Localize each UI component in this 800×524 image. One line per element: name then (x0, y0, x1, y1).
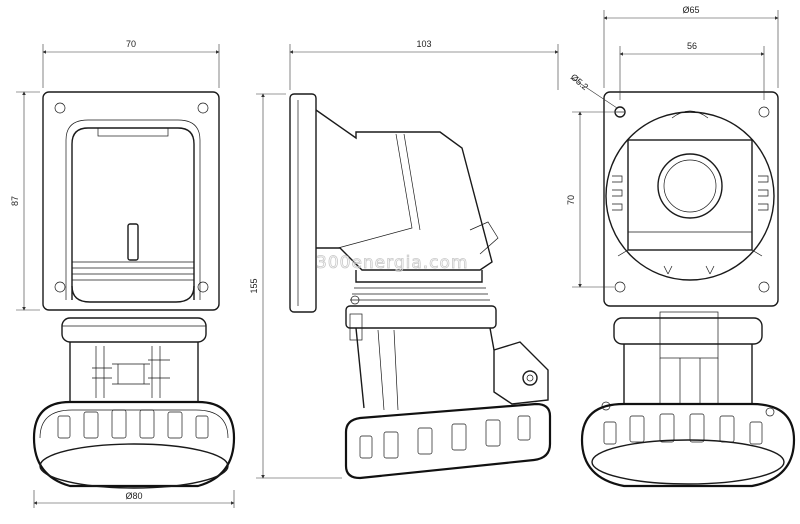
dim-rear-vertical: 70 (566, 195, 576, 205)
dim-front-width: 70 (126, 39, 136, 49)
front-view (32, 91, 236, 489)
dim-rear-hole-spacing: 56 (687, 41, 697, 51)
front-dimensions: 70 87 Ø80 (10, 39, 235, 508)
side-dimensions: 103 155 (249, 39, 559, 479)
rear-dimensions: Ø65 56 Ø5.2 70 (566, 5, 779, 288)
dim-front-diameter: Ø80 (125, 491, 142, 501)
dim-rear-hole-dia: Ø5.2 (569, 72, 590, 92)
side-view (289, 93, 552, 480)
dim-side-height: 155 (249, 278, 259, 293)
dim-front-height: 87 (10, 196, 20, 206)
dim-rear-diameter: Ø65 (682, 5, 699, 15)
watermark: 300energia.com (316, 253, 468, 273)
dim-side-width: 103 (416, 39, 431, 49)
rear-view (580, 91, 796, 488)
